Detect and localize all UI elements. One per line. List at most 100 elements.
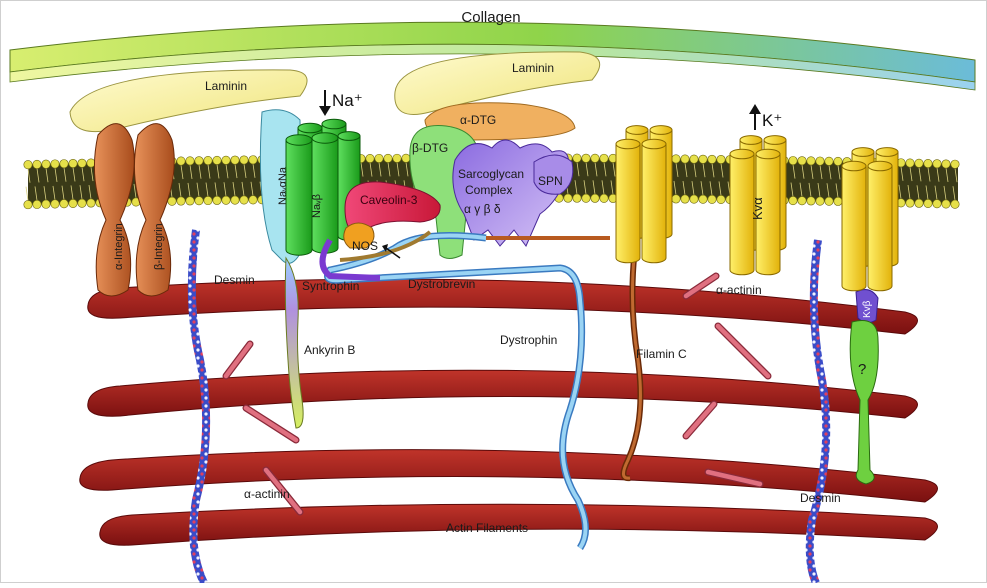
lipid-head (699, 195, 707, 203)
lipid-head (951, 200, 959, 208)
channel-cylinder (616, 139, 640, 263)
lipid-head (213, 156, 221, 164)
lipid-head (807, 197, 815, 205)
lipid-head (672, 155, 680, 163)
lipid-head (816, 197, 824, 205)
lipid-head (240, 196, 248, 204)
lipid-head (798, 197, 806, 205)
lipid-head (708, 155, 716, 163)
caveolin-label: Caveolin-3 (360, 193, 418, 207)
alpha-integrin-label: α-Integrin (113, 223, 125, 270)
lipid-head (834, 197, 842, 205)
lipid-head (681, 195, 689, 203)
lipid-head (204, 196, 212, 204)
lipid-head (672, 195, 680, 203)
desmin-left-label: Desmin (214, 273, 255, 287)
lipid-head (573, 154, 581, 162)
lipid-head (924, 159, 932, 167)
lipid-head (33, 200, 41, 208)
lipid-head (933, 200, 941, 208)
lipid-head (42, 200, 50, 208)
lipid-head (564, 194, 572, 202)
lipid-head (690, 195, 698, 203)
unknown-protein-label: ? (858, 361, 866, 378)
lipid-head (906, 159, 914, 167)
lipid-head (240, 156, 248, 164)
lipid-head (33, 160, 41, 168)
lipid-head (60, 200, 68, 208)
lipid-head (177, 157, 185, 165)
lipid-head (600, 154, 608, 162)
channel-cylinder (868, 161, 892, 291)
sarcoglycan-subunits: α γ β δ (464, 202, 501, 216)
lipid-head (825, 157, 833, 165)
lipid-head (600, 194, 608, 202)
channel-cylinder (286, 135, 312, 255)
lipid-head (798, 157, 806, 165)
ankyrin-label: Ankyrin B (304, 343, 355, 357)
lipid-head (231, 156, 239, 164)
dystrobrevin-label: Dystrobrevin (408, 277, 475, 291)
lipid-head (204, 156, 212, 164)
lipid-head (717, 195, 725, 203)
filamin-label: Filamin C (636, 347, 687, 361)
collagen-label: Collagen (461, 9, 520, 26)
lipid-head (942, 160, 950, 168)
lipid-head (690, 155, 698, 163)
channel-cylinder (312, 133, 338, 253)
kv-alpha-label: Kvα (750, 197, 765, 220)
lipid-head (591, 154, 599, 162)
lipid-head (951, 160, 959, 168)
alpha-actinin-bottom-label: α-actinin (244, 487, 290, 501)
nos-label: NOS (352, 239, 378, 253)
lipid-head (933, 160, 941, 168)
lipid-head (402, 154, 410, 162)
lipid-head (384, 154, 392, 162)
sarcoglycan-label-2: Complex (465, 183, 512, 197)
lipid-head (186, 197, 194, 205)
beta-integrin-label: β-Integrin (153, 223, 165, 270)
channel-cylinder (842, 161, 866, 291)
lipid-head (942, 200, 950, 208)
lipid-head (51, 200, 59, 208)
lipid-head (195, 157, 203, 165)
lipid-head (825, 197, 833, 205)
beta-dtg-label: β-DTG (412, 141, 448, 155)
lipid-head (51, 160, 59, 168)
lipid-head (87, 199, 95, 207)
lipid-head (249, 196, 257, 204)
sarcoglycan-label-1: Sarcoglycan (458, 167, 524, 181)
lipid-head (681, 155, 689, 163)
lipid-head (177, 197, 185, 205)
lipid-head (591, 194, 599, 202)
syntrophin-label: Syntrophin (302, 279, 359, 293)
lipid-head (582, 194, 590, 202)
alpha-dtg-label: α-DTG (460, 113, 496, 127)
lipid-head (78, 199, 86, 207)
channel-cylinder (642, 139, 666, 263)
lipid-head (24, 200, 32, 208)
lipid-head (42, 160, 50, 168)
lipid-head (789, 156, 797, 164)
lipid-head (78, 159, 86, 167)
lipid-head (915, 159, 923, 167)
lipid-head (249, 156, 257, 164)
lipid-head (573, 194, 581, 202)
lipid-head (699, 155, 707, 163)
lipid-head (807, 157, 815, 165)
lipid-head (834, 157, 842, 165)
spn-label: SPN (538, 174, 563, 188)
lipid-head (222, 156, 230, 164)
lipid-head (789, 196, 797, 204)
lipid-head (924, 199, 932, 207)
actin-label: Actin Filaments (446, 521, 528, 535)
alpha-actinin-right-label: α-actinin (716, 283, 762, 297)
lipid-head (195, 197, 203, 205)
lipid-head (186, 157, 194, 165)
lipid-head (915, 199, 923, 207)
lipid-head (717, 155, 725, 163)
kv-beta-label: Kvβ (862, 300, 873, 318)
lipid-head (816, 157, 824, 165)
